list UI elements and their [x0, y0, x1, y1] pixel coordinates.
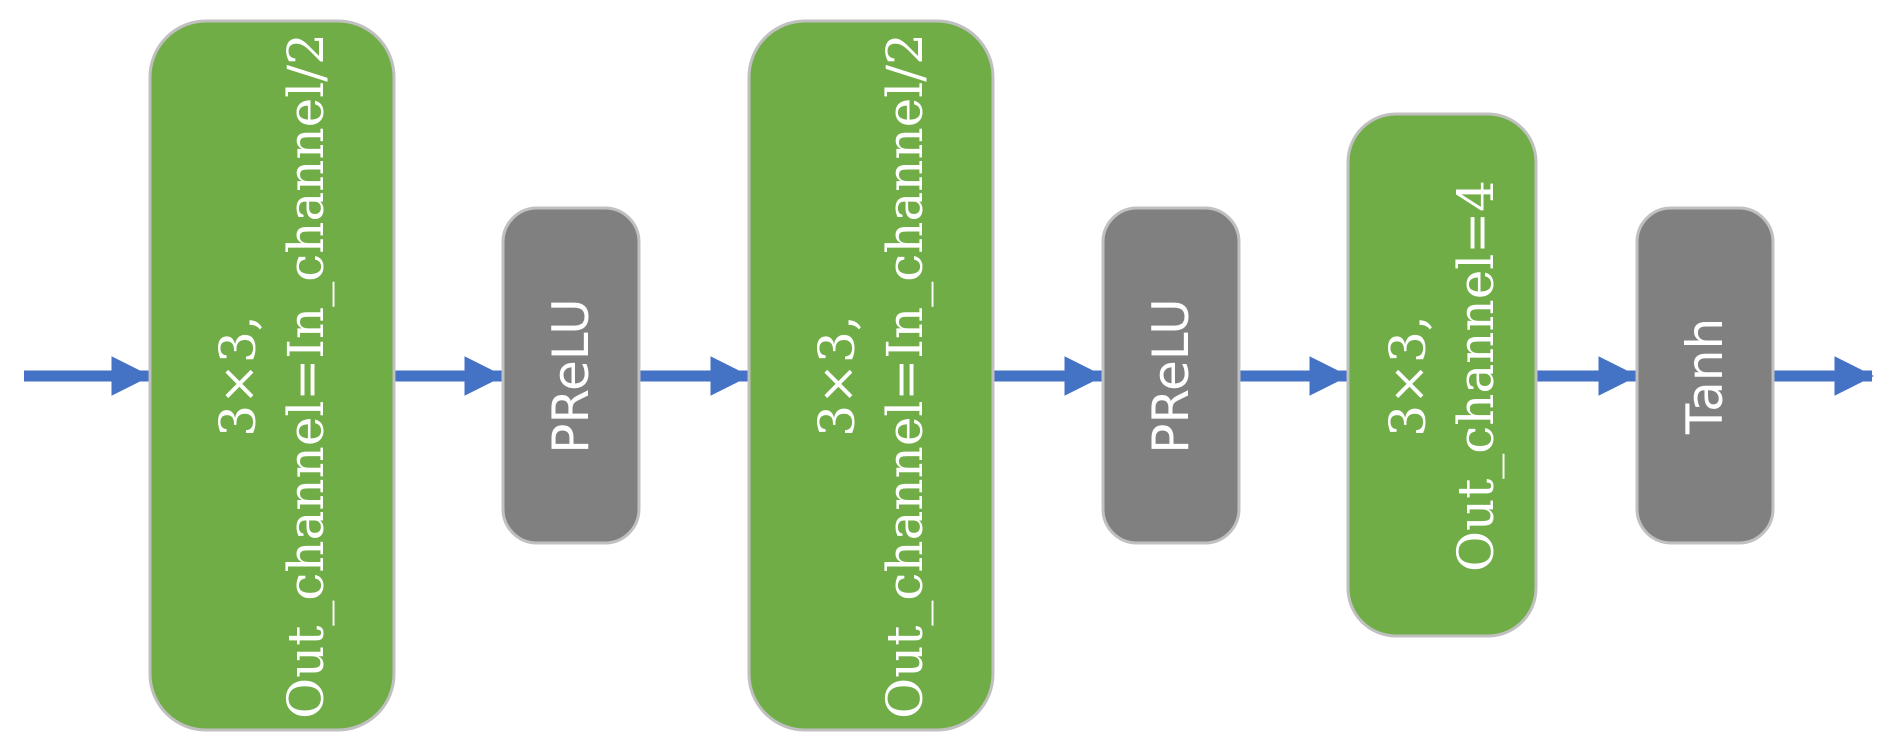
activation-block-2-box	[1101, 206, 1241, 545]
activation-block-3-label: Tanh	[1676, 318, 1734, 435]
conv-block-2: 3×3, Out_channel=In_channel/2	[747, 19, 995, 732]
activation-block-2-label: PReLU	[1142, 298, 1200, 453]
conv-block-1-channels: Out_channel=In_channel/2	[277, 33, 335, 719]
conv-block-1: 3×3, Out_channel=In_channel/2	[148, 19, 396, 732]
conv-block-1-box	[148, 19, 396, 732]
conv-block-2-channels: Out_channel=In_channel/2	[876, 33, 934, 719]
activation-block-3-box	[1635, 206, 1775, 545]
activation-block-2: PReLU	[1101, 206, 1241, 545]
conv-block-1-kernel: 3×3,	[209, 315, 267, 436]
activation-block-1: PReLU	[501, 206, 641, 545]
conv-block-3-kernel: 3×3,	[1379, 315, 1437, 436]
activation-block-3: Tanh	[1635, 206, 1775, 545]
activation-block-1-label: PReLU	[542, 298, 600, 453]
activation-block-1-box	[501, 206, 641, 545]
conv-block-3-channels: Out_channel=4	[1447, 180, 1505, 572]
conv-block-2-kernel: 3×3,	[808, 315, 866, 436]
conv-block-2-box	[747, 19, 995, 732]
conv-block-3: 3×3, Out_channel=4	[1346, 112, 1538, 638]
conv-block-3-box	[1346, 112, 1538, 638]
